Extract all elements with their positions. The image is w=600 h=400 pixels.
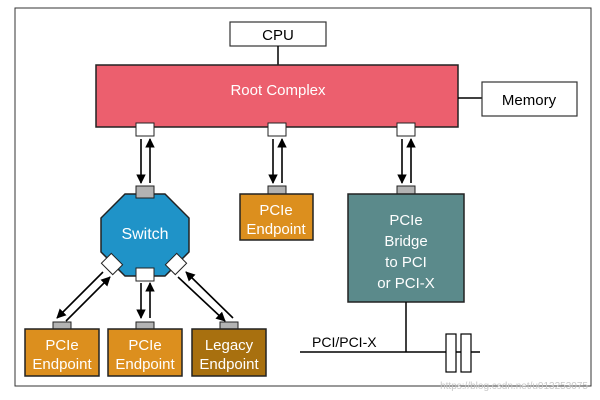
- rc-port-center: [267, 122, 287, 137]
- endpoint-mid-label-line2: Endpoint: [115, 356, 175, 373]
- bridge-label-line2: Bridge: [384, 233, 427, 250]
- switch-upstream-port: [135, 185, 155, 199]
- pci-bus-label: PCI/PCI-X: [312, 334, 377, 350]
- endpoint-left-label-line1: PCIe: [45, 337, 78, 354]
- endpoint-center-label-line2: Endpoint: [246, 221, 306, 238]
- pcie-endpoint-mid: PCIe Endpoint: [107, 328, 183, 377]
- bridge-label-line3: to PCI: [385, 254, 427, 271]
- rc-port-left: [135, 122, 155, 137]
- memory-box: Memory: [481, 81, 578, 117]
- root-complex-box: Root Complex: [95, 64, 459, 128]
- link-switch-legacy: [177, 271, 234, 322]
- cpu-label: CPU: [262, 27, 294, 44]
- switch-node: Switch: [100, 193, 190, 277]
- watermark: https://blog.csdn.net/u013253075: [440, 381, 588, 392]
- endpoint-left-label-line2: Endpoint: [32, 356, 92, 373]
- switch-port-right: [164, 252, 188, 276]
- memory-label: Memory: [502, 92, 557, 109]
- switch-label: Switch: [121, 226, 168, 243]
- link-rc-bridge: [397, 138, 416, 184]
- link-rc-endpoint: [268, 138, 287, 184]
- pcie-endpoint-center: PCIe Endpoint: [239, 193, 314, 241]
- diagram-frame: [14, 7, 592, 387]
- legacy-endpoint-label-line1: Legacy: [205, 337, 254, 354]
- link-switch-endpoint-mid: [136, 282, 155, 319]
- endpoint-mid-label-line1: PCIe: [128, 337, 161, 354]
- pci-slot: [445, 333, 472, 373]
- switch-port-left: [100, 252, 124, 276]
- bridge-label-line1: PCIe: [389, 212, 422, 229]
- link-switch-endpoint-left: [56, 271, 111, 322]
- legacy-endpoint: Legacy Endpoint: [191, 328, 267, 377]
- switch-port-center: [135, 267, 155, 282]
- pcie-bridge: PCIe Bridge to PCI or PCI-X: [347, 193, 465, 303]
- bridge-label-line4: or PCI-X: [377, 275, 435, 292]
- endpoint-center-label-line1: PCIe: [259, 202, 292, 219]
- rc-port-right: [396, 122, 416, 137]
- pcie-endpoint-left: PCIe Endpoint: [24, 328, 100, 377]
- cpu-box: CPU: [229, 21, 327, 47]
- legacy-endpoint-label-line2: Endpoint: [199, 356, 259, 373]
- root-complex-label: Root Complex: [230, 82, 326, 99]
- link-rc-switch: [136, 138, 155, 184]
